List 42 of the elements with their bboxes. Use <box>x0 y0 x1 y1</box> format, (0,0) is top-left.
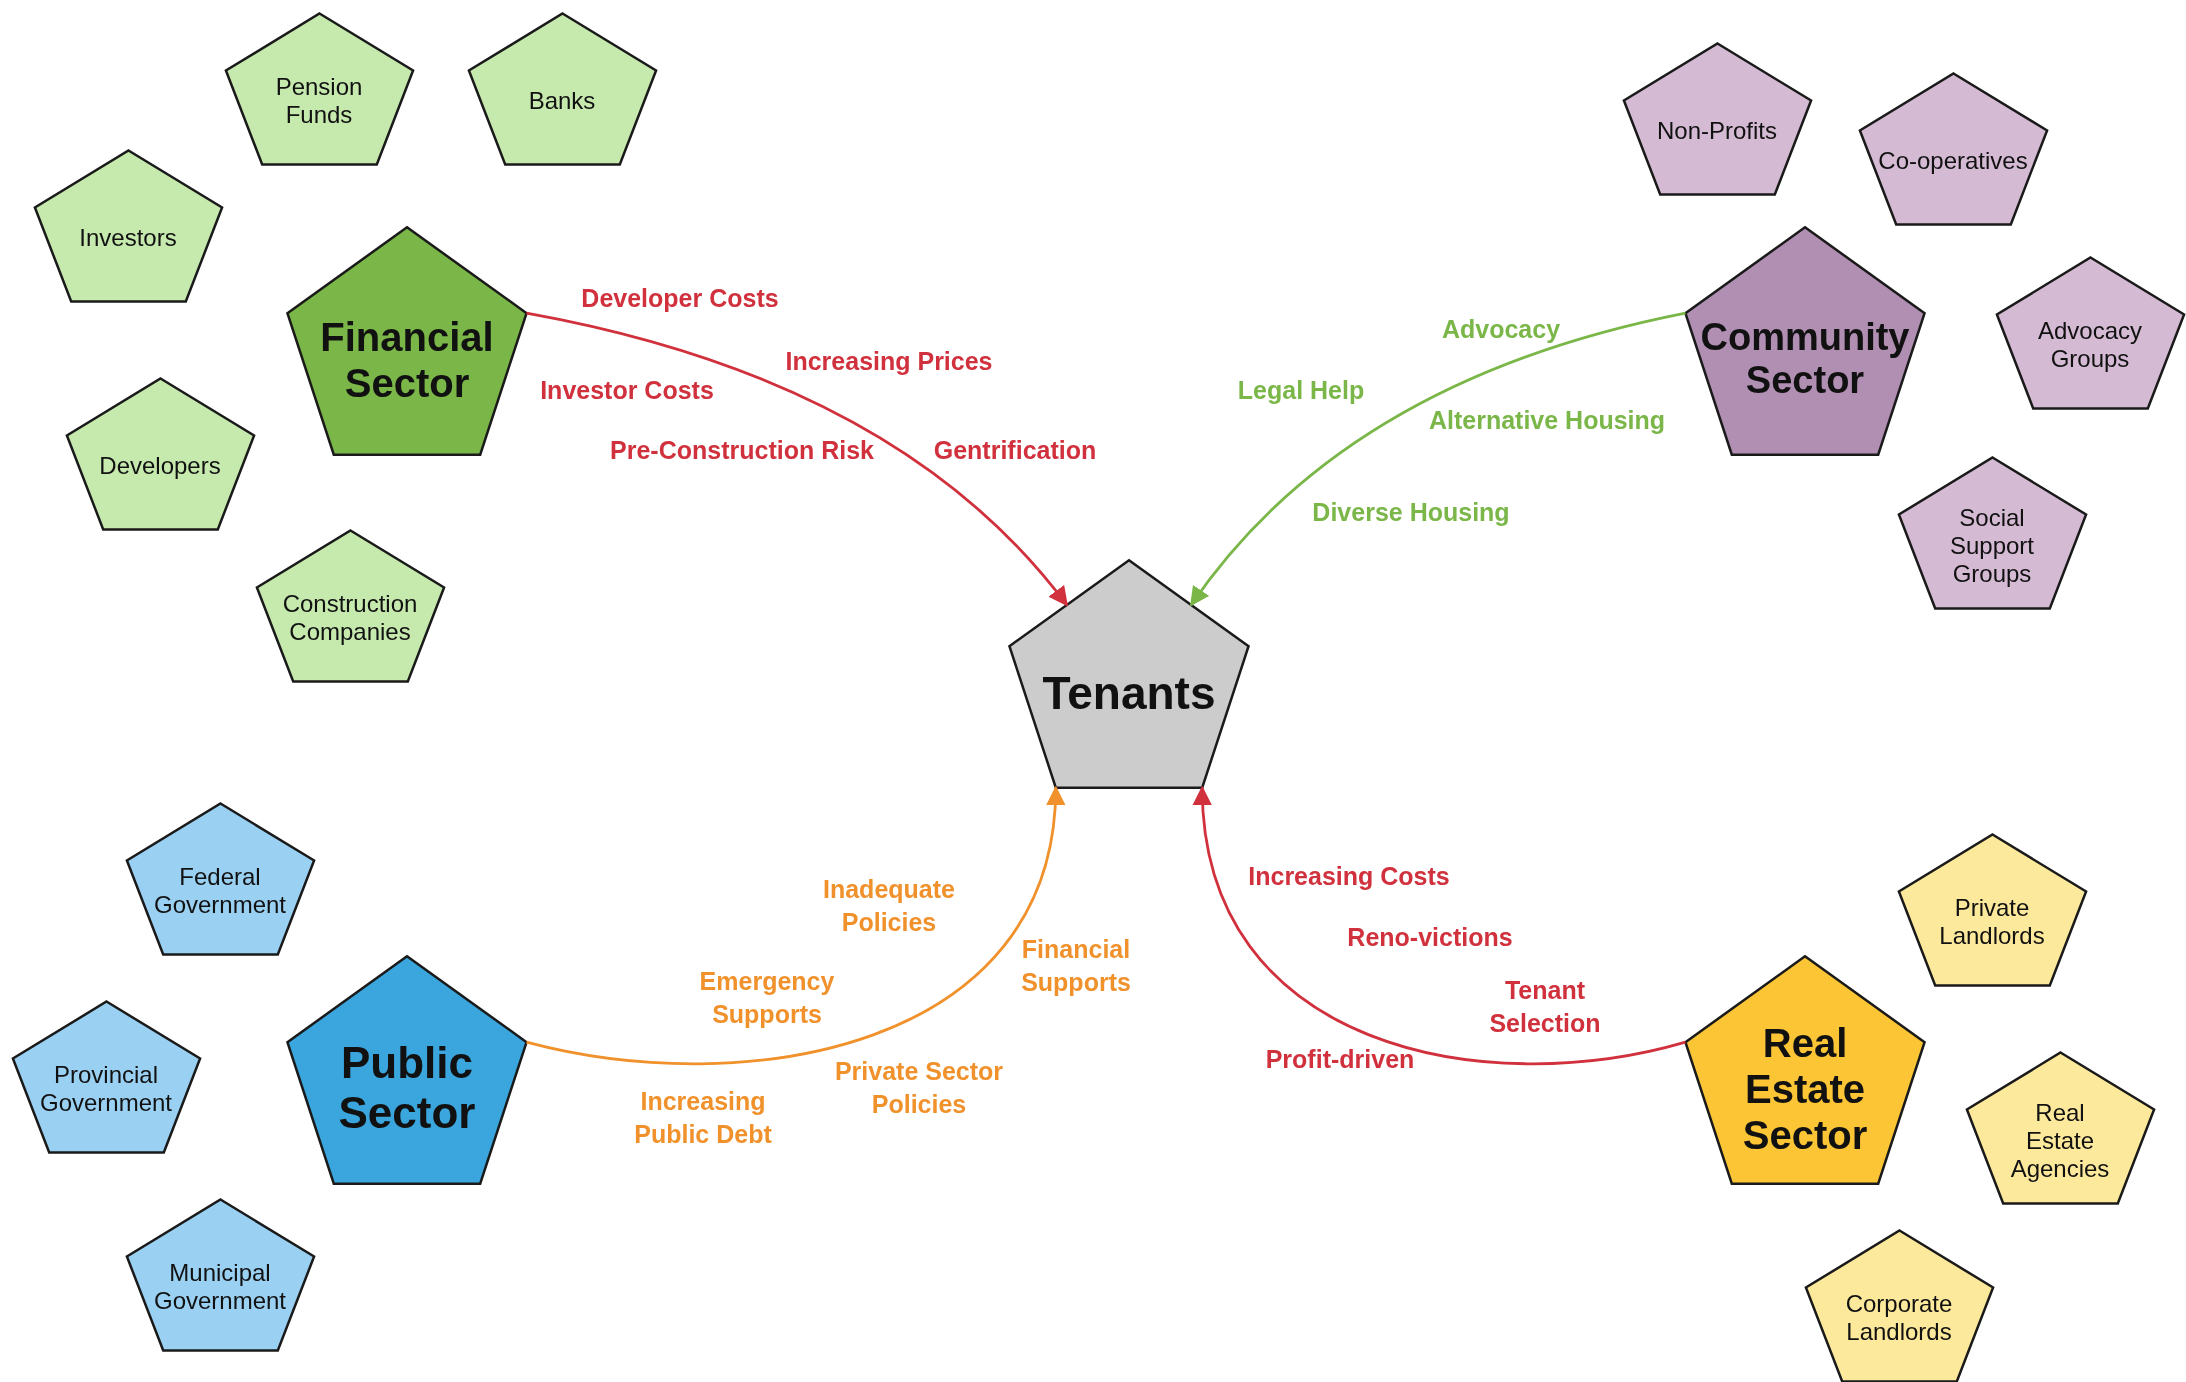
node-label: Co-operatives <box>1877 147 2029 176</box>
relation-label: Reno-victions <box>1347 921 1513 953</box>
relation-label: Pre-Construction Risk <box>610 434 874 466</box>
arrow <box>1194 785 1686 1066</box>
node-label: Municipal Government <box>152 1259 288 1315</box>
relation-label: Inadequate Policies <box>822 873 956 937</box>
relation-label: Gentrification <box>933 434 1097 466</box>
node-label: Corporate Landlords <box>1844 1290 1954 1346</box>
arrow <box>526 785 1064 1066</box>
relation-label: Emergency Supports <box>698 965 836 1030</box>
node-label: Construction Companies <box>281 590 419 646</box>
node-label: Private Landlords <box>1938 894 2046 950</box>
arrow <box>1190 311 1686 607</box>
relation-label: Increasing Costs <box>1248 860 1450 892</box>
node-label: Non-Profits <box>1655 117 1778 146</box>
node-label: Community Sector <box>1699 315 1911 404</box>
node-label: Real Estate Sector <box>1741 1019 1869 1158</box>
relation-label: Alternative Housing <box>1428 404 1666 436</box>
relation-label: Financial Supports <box>1020 933 1132 998</box>
relation-label: Investor Costs <box>540 374 714 406</box>
relation-label: Advocacy <box>1441 313 1561 345</box>
relation-label: Increasing Public Debt <box>633 1085 773 1149</box>
node-label: Pension Funds <box>274 73 364 129</box>
relation-label: Legal Help <box>1237 374 1365 406</box>
relation-label: Diverse Housing <box>1312 496 1510 528</box>
relation-label: Profit-driven <box>1265 1043 1415 1075</box>
node-label: Federal Government <box>152 863 288 919</box>
relation-label: Developer Costs <box>581 282 779 314</box>
node-label: Advocacy Groups <box>2036 317 2144 373</box>
node-label: Developers <box>98 452 222 481</box>
node-label: Financial Sector <box>319 313 495 406</box>
node-label: Social Support Groups <box>1948 503 2036 587</box>
arrow <box>526 311 1069 607</box>
relation-label: Increasing Prices <box>785 345 993 377</box>
node-label: Banks <box>527 87 597 116</box>
node-label: Tenants <box>1041 666 1217 719</box>
node-label: Public Sector <box>337 1037 477 1140</box>
relation-label: Tenant Selection <box>1488 974 1602 1038</box>
node-label: Investors <box>78 224 178 253</box>
node-label: Provincial Government <box>38 1061 174 1117</box>
node-label: Real Estate Agencies <box>2009 1098 2111 1182</box>
relation-label: Private Sector Policies <box>833 1055 1005 1119</box>
